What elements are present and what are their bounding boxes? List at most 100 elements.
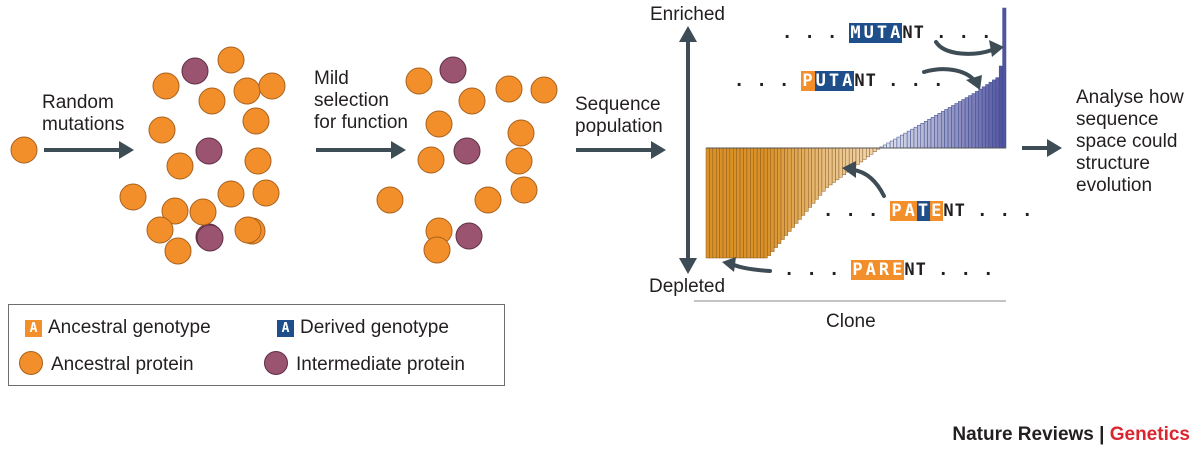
derived-genotype-swatch: A — [277, 320, 294, 337]
enrichment-bar — [975, 91, 979, 149]
enrichment-bar — [947, 107, 952, 149]
enrichment-bar — [1002, 7, 1007, 149]
arrow-sequence-population — [576, 141, 666, 159]
ancestral-protein-circle — [146, 216, 174, 244]
enrichment-bar — [835, 147, 840, 181]
sequence-letter-derived: M — [849, 23, 863, 43]
enrichment-bar — [900, 134, 904, 149]
enrichment-bar — [940, 111, 945, 149]
ancestral-protein-circle — [233, 77, 261, 105]
sequence-letter-ancestral: E — [930, 201, 944, 221]
enrichment-bar — [954, 103, 959, 149]
enrichment-bar — [797, 147, 802, 220]
enrichment-bar — [859, 147, 864, 163]
enrichment-bar — [760, 147, 765, 259]
enrichment-bar — [808, 147, 812, 208]
ancestral-protein-circle — [244, 147, 272, 175]
enrichment-bar — [821, 147, 826, 192]
ancestral-protein-circle — [119, 183, 147, 211]
ancestral-protein-circle — [417, 146, 445, 174]
enrichment-bar — [811, 147, 816, 204]
enrichment-bar — [981, 86, 986, 149]
curved-arrows — [722, 40, 1004, 273]
ancestral-protein-circle — [166, 152, 194, 180]
enrichment-bar — [722, 147, 727, 259]
enrichment-bar — [828, 147, 833, 186]
y-axis-arrowhead-up — [679, 26, 697, 42]
enrichment-bar — [825, 147, 829, 188]
enrichment-bar — [961, 99, 966, 149]
intermediate-protein-circle — [439, 56, 467, 84]
sequence-letter-derived: T — [827, 71, 842, 91]
legend-ancestral-protein: Ancestral protein — [19, 351, 194, 376]
enrichment-bar — [855, 147, 860, 165]
enrichment-bar — [958, 101, 962, 149]
enrichment-bar — [719, 147, 724, 259]
ancestral-protein-circle — [505, 147, 533, 175]
sequence-prefix: . . . — [823, 201, 891, 221]
flow-arrows — [44, 139, 1062, 159]
enrichment-bar — [705, 147, 710, 259]
enrichment-bar — [913, 126, 918, 149]
enrichment-bar — [838, 147, 843, 178]
enrichment-bar — [920, 122, 925, 149]
arrow-analyse — [1022, 139, 1062, 157]
sequence-letter-ancestral: A — [903, 201, 917, 221]
enrichment-bar — [736, 147, 741, 259]
ancestral-protein-circle — [217, 180, 245, 208]
enrichment-bar — [750, 147, 754, 259]
enrichment-bar — [818, 147, 823, 196]
sequence-letter-ancestral: R — [877, 260, 892, 280]
ancestral-protein-circle — [148, 116, 176, 144]
sequence-prefix: . . . — [734, 71, 802, 91]
enrichment-bar — [767, 147, 772, 256]
ancestral-protein-circle — [258, 72, 286, 100]
ancestral-protein-circle — [376, 186, 404, 214]
enrichment-bar — [985, 84, 990, 149]
label-sequence-population: Sequence population — [575, 94, 663, 137]
enrichment-bar — [964, 97, 969, 149]
ancestral-protein-circle — [474, 186, 502, 214]
enrichment-bar — [729, 147, 734, 259]
enrichment-bar — [712, 147, 717, 259]
enrichment-bar — [934, 115, 939, 149]
sequence-letter-derived: T — [916, 201, 931, 221]
enrichment-bar — [804, 147, 809, 212]
ancestral-protein-circle — [423, 236, 451, 264]
intermediate-protein-circle — [181, 57, 209, 85]
ancestral-protein-circle — [189, 198, 217, 226]
enrichment-bar — [896, 136, 901, 149]
sequence-prefix: . . . — [784, 260, 852, 280]
enrichment-axes — [679, 26, 1006, 302]
enrichment-bar — [930, 117, 935, 149]
enrichment-bar — [763, 147, 768, 259]
ancestral-protein-circle — [458, 87, 486, 115]
ancestral-protein-circle — [234, 216, 262, 244]
legend-intermediate-protein: Intermediate protein — [264, 351, 465, 376]
label-analyse: Analyse how sequence space could structu… — [1076, 87, 1184, 196]
enrichment-bar — [746, 147, 751, 259]
curved-arrow-putant — [922, 67, 982, 90]
curved-arrow-parent — [722, 257, 772, 273]
enrichment-bar — [787, 147, 792, 232]
enrichment-bar — [995, 77, 1000, 149]
protein-clusters — [10, 46, 558, 265]
enrichment-bar — [910, 128, 915, 149]
axis-label-enriched: Enriched — [650, 4, 725, 25]
enrichment-bar — [773, 147, 778, 248]
ancestral-protein-circle — [495, 75, 523, 103]
enrichment-bar — [992, 79, 997, 149]
arrow-mild-selection — [316, 141, 406, 159]
sequence-suffix: NT . . . — [902, 23, 993, 43]
label-random-mutations: Random mutations — [42, 92, 125, 135]
enrichment-bar — [906, 130, 911, 149]
enrichment-bar — [777, 147, 782, 244]
enrichment-bar — [944, 109, 949, 149]
enrichment-bar — [893, 138, 898, 149]
label-mild-selection: Mild selection for function — [314, 68, 408, 133]
